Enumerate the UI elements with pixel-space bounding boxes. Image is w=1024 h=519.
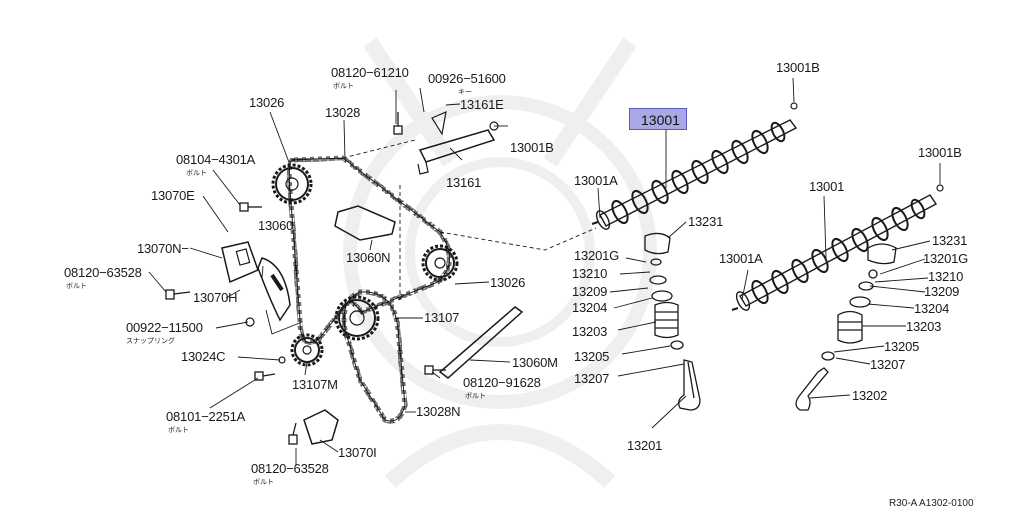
label-00922-11500[interactable]: 00922−11500	[126, 320, 203, 335]
label-13207-right[interactable]: 13207	[870, 357, 906, 372]
label-13202[interactable]: 13202	[852, 388, 888, 403]
label-13107[interactable]: 13107	[424, 310, 460, 325]
label-13026-mid[interactable]: 13026	[490, 275, 526, 290]
label-13001A-right[interactable]: 13001A	[719, 251, 763, 266]
sprocket-13026-mid	[421, 244, 459, 282]
chain-guide-13060N	[334, 205, 396, 241]
valve-train-middle	[644, 232, 701, 411]
label-13161[interactable]: 13161	[446, 175, 482, 190]
camshaft-13001	[595, 119, 798, 230]
label-13070N[interactable]: 13070N−	[137, 241, 189, 256]
label-13209-right[interactable]: 13209	[924, 284, 960, 299]
label-08104-4301A[interactable]: 08104−4301A	[176, 152, 256, 167]
chain-guide-13060M	[438, 306, 524, 379]
label-13210-right[interactable]: 13210	[928, 269, 964, 284]
label-13201G-right[interactable]: 13201G	[923, 251, 969, 266]
kana-bolt: ボルト	[253, 478, 274, 486]
kana-bolt: ボルト	[333, 82, 354, 90]
bolt-08120-63528-left	[165, 289, 191, 300]
label-13070H[interactable]: 13070H	[193, 290, 238, 305]
dowel-13001A	[591, 221, 599, 225]
label-08120-61210[interactable]: 08120−61210	[331, 65, 409, 80]
camshaft-bolt-13161	[418, 129, 496, 163]
label-13070E[interactable]: 13070E	[151, 188, 195, 203]
highlighted-part-13001[interactable]: 13001	[629, 108, 687, 130]
label-08120-63528[interactable]: 08120−63528	[64, 265, 142, 280]
label-13203[interactable]: 13203	[572, 324, 608, 339]
label-13028N[interactable]: 13028N	[416, 404, 461, 419]
label-08101-2251A[interactable]: 08101−2251A	[166, 409, 246, 424]
label-13205-right[interactable]: 13205	[884, 339, 920, 354]
chain-guide-13060	[257, 257, 291, 322]
label-13028[interactable]: 13028	[325, 105, 361, 120]
plug-13001B-right	[936, 184, 944, 192]
diagram-reference-code: R30-A A1302-0100	[889, 498, 974, 509]
label-13060N[interactable]: 13060N	[346, 250, 391, 265]
label-13070I[interactable]: 13070I	[338, 445, 377, 460]
kana-bolt: ボルト	[465, 392, 486, 400]
label-13207[interactable]: 13207	[574, 371, 610, 386]
tensioner-13070I	[303, 409, 339, 445]
label-13161E[interactable]: 13161E	[460, 97, 504, 112]
valve-train-right	[795, 243, 897, 411]
key-13161E	[431, 111, 447, 136]
label-13026[interactable]: 13026	[249, 95, 285, 110]
label-13001B-mid[interactable]: 13001B	[510, 140, 554, 155]
bolt-08101	[254, 371, 276, 381]
label-13203-right[interactable]: 13203	[906, 319, 942, 334]
label-13204-right[interactable]: 13204	[914, 301, 950, 316]
kana-snap-ring: スナップリング	[126, 337, 175, 345]
label-13060M[interactable]: 13060M	[512, 355, 558, 370]
label-13001B-right[interactable]: 13001B	[918, 145, 962, 160]
bolt-08120-63528-bottom	[288, 422, 298, 445]
label-13201G[interactable]: 13201G	[574, 248, 620, 263]
kana-bolt: ボルト	[168, 426, 189, 434]
label-13210[interactable]: 13210	[572, 266, 608, 281]
kana-bolt: ボルト	[186, 169, 207, 177]
bolt-08120-61210	[393, 112, 403, 135]
bolt-08120-91628	[424, 365, 446, 375]
tensioner-13070N	[221, 241, 259, 284]
label-08120-91628[interactable]: 08120−91628	[463, 375, 541, 390]
label-13201[interactable]: 13201	[627, 438, 663, 453]
label-13001B[interactable]: 13001B	[776, 60, 820, 75]
label-13204[interactable]: 13204	[572, 300, 608, 315]
bolt-08104	[239, 202, 262, 212]
tensioner-pin	[270, 273, 284, 292]
label-13205[interactable]: 13205	[574, 349, 610, 364]
label-13231[interactable]: 13231	[688, 214, 724, 229]
label-08120-63528-bottom[interactable]: 08120−63528	[251, 461, 329, 476]
dowel-13001A-right	[731, 307, 739, 311]
label-13060[interactable]: 13060	[258, 218, 294, 233]
camshaft-13001-right	[735, 194, 938, 311]
kana-bolt: ボルト	[66, 282, 87, 290]
kana-key: キー	[458, 88, 472, 96]
sprocket-13026-top	[271, 163, 313, 205]
label-13231-right[interactable]: 13231	[932, 233, 968, 248]
label-13001-right[interactable]: 13001	[809, 179, 845, 194]
label-00926-51600[interactable]: 00926−51600	[428, 71, 506, 86]
label-13001A[interactable]: 13001A	[574, 173, 618, 188]
sprocket-13107	[334, 295, 380, 341]
plug-13001B-top	[790, 102, 798, 110]
label-13209[interactable]: 13209	[572, 284, 608, 299]
label-13024C[interactable]: 13024C	[181, 349, 226, 364]
label-13107M[interactable]: 13107M	[292, 377, 338, 392]
